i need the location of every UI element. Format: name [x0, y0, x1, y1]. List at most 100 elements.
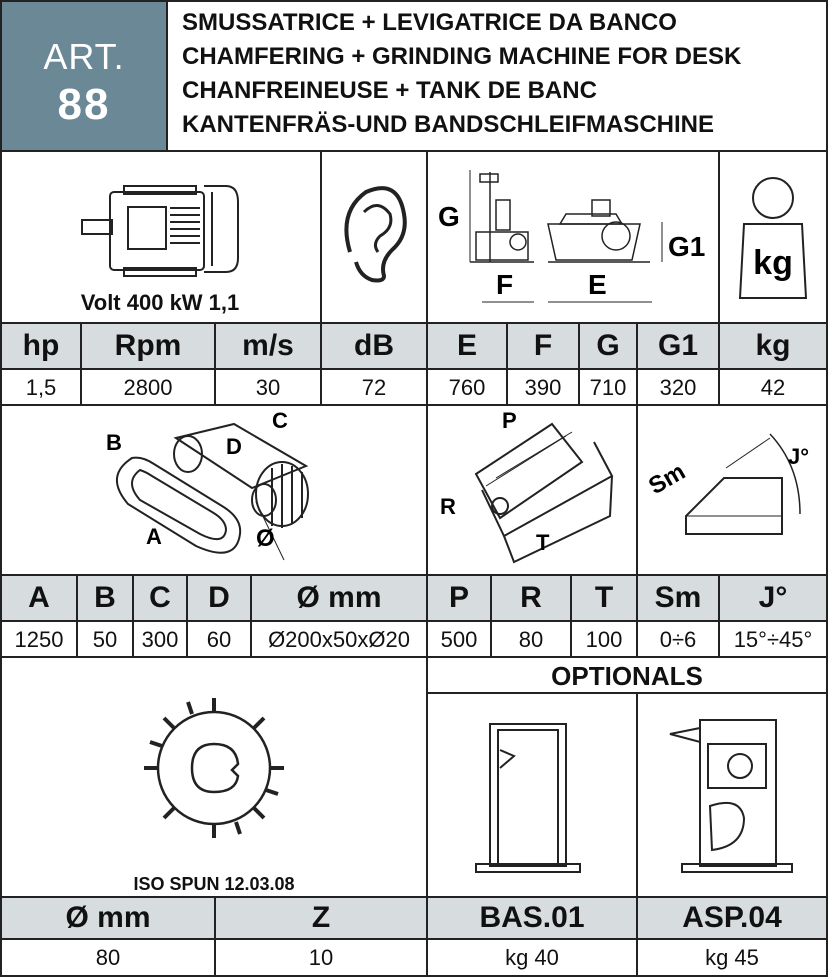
divider [426, 692, 828, 694]
belt-label-c: C [272, 408, 288, 433]
divider [426, 150, 428, 324]
section2-illustrations [116, 422, 801, 564]
header-d: D [188, 576, 250, 620]
value-p: 500 [440, 627, 478, 652]
angle-label-sm: Sm [644, 458, 690, 500]
header-e: E [428, 324, 506, 368]
value-teeth: 10 [308, 945, 334, 970]
header-g1: G1 [638, 324, 718, 368]
header-a: A [2, 576, 76, 620]
value-a: 1250 [14, 627, 64, 652]
machine-front-view-icon [469, 170, 534, 303]
header-rpm: Rpm [82, 324, 214, 368]
sanding-belt-icon [116, 422, 309, 561]
header-f: F [508, 324, 578, 368]
divider [718, 574, 720, 658]
value-noise: 72 [361, 375, 387, 400]
value-diameter: Ø200x50xØ20 [268, 627, 410, 652]
divider [0, 322, 828, 324]
optionals-title: OPTIONALS [551, 660, 703, 691]
header-hp: hp [2, 324, 80, 368]
divider [636, 574, 638, 658]
divider [320, 322, 322, 406]
divider [636, 322, 638, 406]
value-r: 80 [518, 627, 544, 652]
value-speed: 30 [255, 375, 281, 400]
divider [76, 574, 78, 658]
dim-label-e: E [588, 269, 607, 300]
header-c: C [134, 576, 186, 620]
value-cutter-diameter: 80 [95, 945, 121, 970]
divider [426, 404, 428, 576]
dim-label-f: F [496, 269, 513, 300]
divider [570, 574, 572, 658]
title-english: CHAMFERING + GRINDING MACHINE FOR DESK [182, 43, 742, 70]
divider [320, 150, 322, 324]
divider [0, 574, 828, 576]
dimension-labels: G G1 F E [438, 201, 705, 300]
header-diameter: Ø mm [252, 576, 426, 620]
value-b: 50 [92, 627, 118, 652]
header-t: T [572, 576, 636, 620]
belt-label-b: B [106, 430, 122, 455]
header-noise: dB [322, 324, 426, 368]
value-sm: 0÷6 [659, 627, 697, 652]
title-french: CHANFREINEUSE + TANK DE BANC [182, 77, 597, 104]
dim-label-g: G [438, 201, 460, 232]
article-badge: ART. 88 [2, 2, 166, 151]
title-italian: SMUSSATRICE + LEVIGATRICE DA BANCO [182, 9, 677, 36]
tool-caption: ISO SPUN 12.03.08 [133, 874, 295, 894]
divider [214, 896, 216, 977]
divider [166, 0, 168, 151]
header-teeth: Z [216, 898, 426, 938]
value-g1: 320 [659, 375, 697, 400]
header-g: G [580, 324, 636, 368]
header-b: B [78, 576, 132, 620]
sanding-table-icon [474, 422, 614, 564]
bottom-illustrations [144, 698, 793, 873]
chamfer-angle-icon [685, 433, 801, 535]
header-j: J° [720, 576, 826, 620]
value-d: 60 [206, 627, 232, 652]
divider [426, 322, 428, 406]
divider [426, 656, 428, 898]
divider [250, 574, 252, 658]
article-number: 88 [57, 80, 111, 129]
divider [636, 896, 638, 977]
header-speed: m/s [216, 324, 320, 368]
value-rpm: 2800 [123, 375, 173, 400]
stand-base-icon [475, 723, 581, 873]
weight-icon [738, 177, 808, 299]
cutter-tool-icon [144, 698, 284, 838]
divider [636, 692, 638, 898]
value-j: 15°÷45° [733, 627, 813, 652]
divider [718, 322, 720, 406]
value-e: 760 [448, 375, 486, 400]
divider [636, 404, 638, 576]
header-p: P [428, 576, 490, 620]
belt-label-d: D [226, 434, 242, 459]
header-bas01: BAS.01 [428, 898, 636, 938]
header-r: R [492, 576, 570, 620]
divider [0, 656, 828, 658]
divider [506, 322, 508, 406]
table-label-r: R [440, 494, 456, 519]
value-asp04: kg 45 [705, 945, 759, 970]
header-cutter-diameter: Ø mm [2, 898, 214, 938]
divider [0, 404, 828, 406]
value-bas01: kg 40 [505, 945, 559, 970]
motor-icon [81, 185, 239, 277]
divider [214, 322, 216, 406]
section1-illustrations [81, 170, 808, 303]
divider [426, 896, 428, 977]
value-c: 300 [141, 627, 179, 652]
divider [132, 574, 134, 658]
belt-label-diameter: Ø [256, 525, 275, 552]
divider [0, 150, 828, 152]
divider [0, 620, 828, 622]
divider [426, 574, 428, 658]
value-t: 100 [585, 627, 623, 652]
weight-icon-label: kg [753, 244, 793, 282]
angle-label-j: J° [788, 444, 809, 469]
